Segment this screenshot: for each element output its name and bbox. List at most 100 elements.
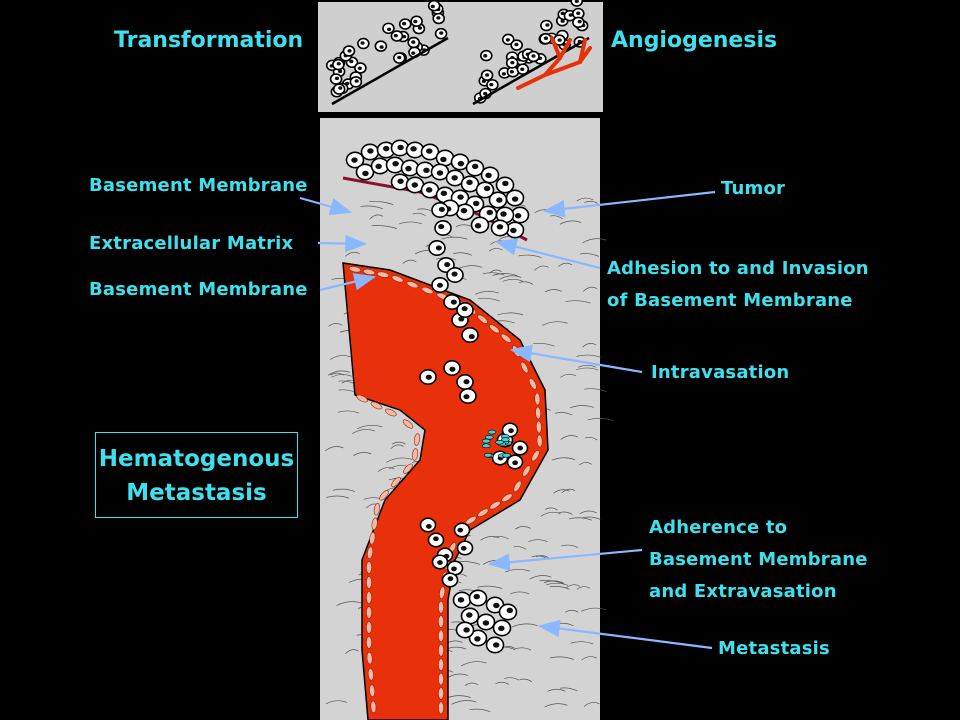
endothelial-cell	[366, 651, 373, 665]
cell-nucleus	[338, 86, 343, 90]
fiber	[553, 489, 570, 494]
fiber	[327, 370, 350, 376]
cell-nucleus	[411, 182, 419, 188]
cell-nucleus	[576, 11, 581, 16]
circulating-tumor-cells	[419, 359, 477, 404]
endothelial-cell	[531, 450, 540, 462]
cell-nucleus	[506, 607, 514, 614]
cell-nucleus	[574, 0, 579, 4]
cell-nucleus	[426, 524, 432, 529]
fiber	[579, 462, 592, 466]
cell-nucleus	[493, 642, 500, 648]
adhesion-label: Adhesion to and Invasion of Basement Mem…	[607, 253, 869, 317]
cell-nucleus	[425, 187, 433, 193]
fiber	[502, 278, 524, 282]
cell-nucleus	[440, 156, 447, 163]
fiber	[534, 265, 549, 271]
endothelial-cell	[477, 508, 489, 517]
cell-nucleus	[577, 19, 582, 24]
endothelial-cell	[522, 465, 531, 477]
cell-nucleus	[417, 26, 423, 30]
cell-nucleus	[489, 82, 494, 87]
fiber	[579, 510, 597, 515]
fiber	[559, 220, 582, 225]
endothelial-cell	[535, 406, 542, 420]
endothelial-cell	[391, 476, 401, 488]
endothelial-cell	[438, 615, 444, 628]
platelet	[495, 439, 504, 445]
fiber	[402, 259, 417, 264]
fiber	[584, 436, 598, 441]
fiber	[544, 703, 568, 708]
endothelial-cell	[438, 629, 444, 643]
fiber	[582, 238, 607, 244]
endothelial-cell	[513, 480, 522, 492]
fiber	[561, 488, 576, 493]
fiber	[535, 555, 550, 559]
fiber	[528, 539, 548, 543]
fiber	[514, 526, 531, 530]
cell-nucleus	[460, 207, 468, 214]
adherence-label-line3: and Extravasation	[649, 581, 837, 602]
fiber	[352, 429, 376, 434]
platelet	[481, 443, 491, 449]
cell-nucleus	[460, 545, 467, 551]
cell-nucleus	[357, 66, 362, 71]
fiber	[568, 517, 593, 521]
adherence-label: Adherence to Basement Membrane and Extra…	[649, 512, 868, 608]
cell-nucleus	[387, 27, 392, 32]
endothelial-cell	[391, 275, 404, 283]
fiber	[554, 412, 573, 416]
new-blood-vessel	[516, 36, 592, 90]
cell-nucleus	[457, 597, 465, 603]
fiber	[580, 607, 607, 612]
cell-nucleus	[463, 379, 470, 385]
fiber	[326, 495, 350, 499]
fiber	[519, 678, 533, 683]
fiber	[546, 582, 569, 586]
main-diagram-panel	[320, 118, 614, 720]
cell-nucleus	[560, 11, 565, 16]
transformation-label: Transformation	[114, 28, 304, 53]
fiber	[539, 580, 565, 584]
cell-nucleus	[426, 148, 433, 154]
fiber	[455, 224, 472, 228]
angiogenesis-label: Angiogenesis	[611, 28, 778, 53]
cell-nucleus	[483, 91, 488, 96]
fiber	[558, 511, 573, 515]
endothelial-cell	[366, 561, 372, 574]
arrow-metastasis	[537, 619, 713, 650]
cell-nucleus	[402, 21, 407, 26]
cell-nucleus	[410, 146, 417, 152]
endothelial-cell	[366, 591, 372, 604]
fiber	[581, 656, 597, 661]
cell-nucleus	[500, 211, 507, 217]
endothelial-cell	[477, 314, 488, 324]
cell-nucleus	[379, 45, 384, 49]
basement-membrane-top-label: Basement Membrane	[89, 175, 308, 196]
platelet	[487, 429, 497, 435]
adherence-label-line1: Adherence to	[649, 517, 788, 538]
cell-nucleus	[436, 16, 441, 20]
cell-nucleus	[486, 209, 494, 216]
cell-nucleus	[466, 179, 473, 186]
adhesion-label-line2: of Basement Membrane	[607, 290, 853, 311]
cell-nucleus	[405, 165, 412, 172]
endothelial-cell	[500, 333, 512, 343]
angiogenesis-cells	[473, 0, 589, 104]
fiber	[560, 373, 577, 378]
fiber	[369, 214, 384, 220]
title-line2: Metastasis	[126, 480, 267, 506]
endothelial-cell	[439, 586, 446, 599]
fiber	[398, 221, 422, 225]
fiber	[337, 410, 360, 414]
fiber	[576, 354, 602, 358]
endothelial-cell	[414, 433, 420, 446]
cell-nucleus	[461, 306, 468, 312]
fiber	[474, 291, 499, 295]
invading-cells	[428, 202, 479, 343]
endothelial-cell	[366, 621, 372, 634]
cell-nucleus	[450, 299, 457, 305]
fiber	[513, 546, 527, 550]
arrow-basement-membrane-vessel	[319, 273, 377, 292]
